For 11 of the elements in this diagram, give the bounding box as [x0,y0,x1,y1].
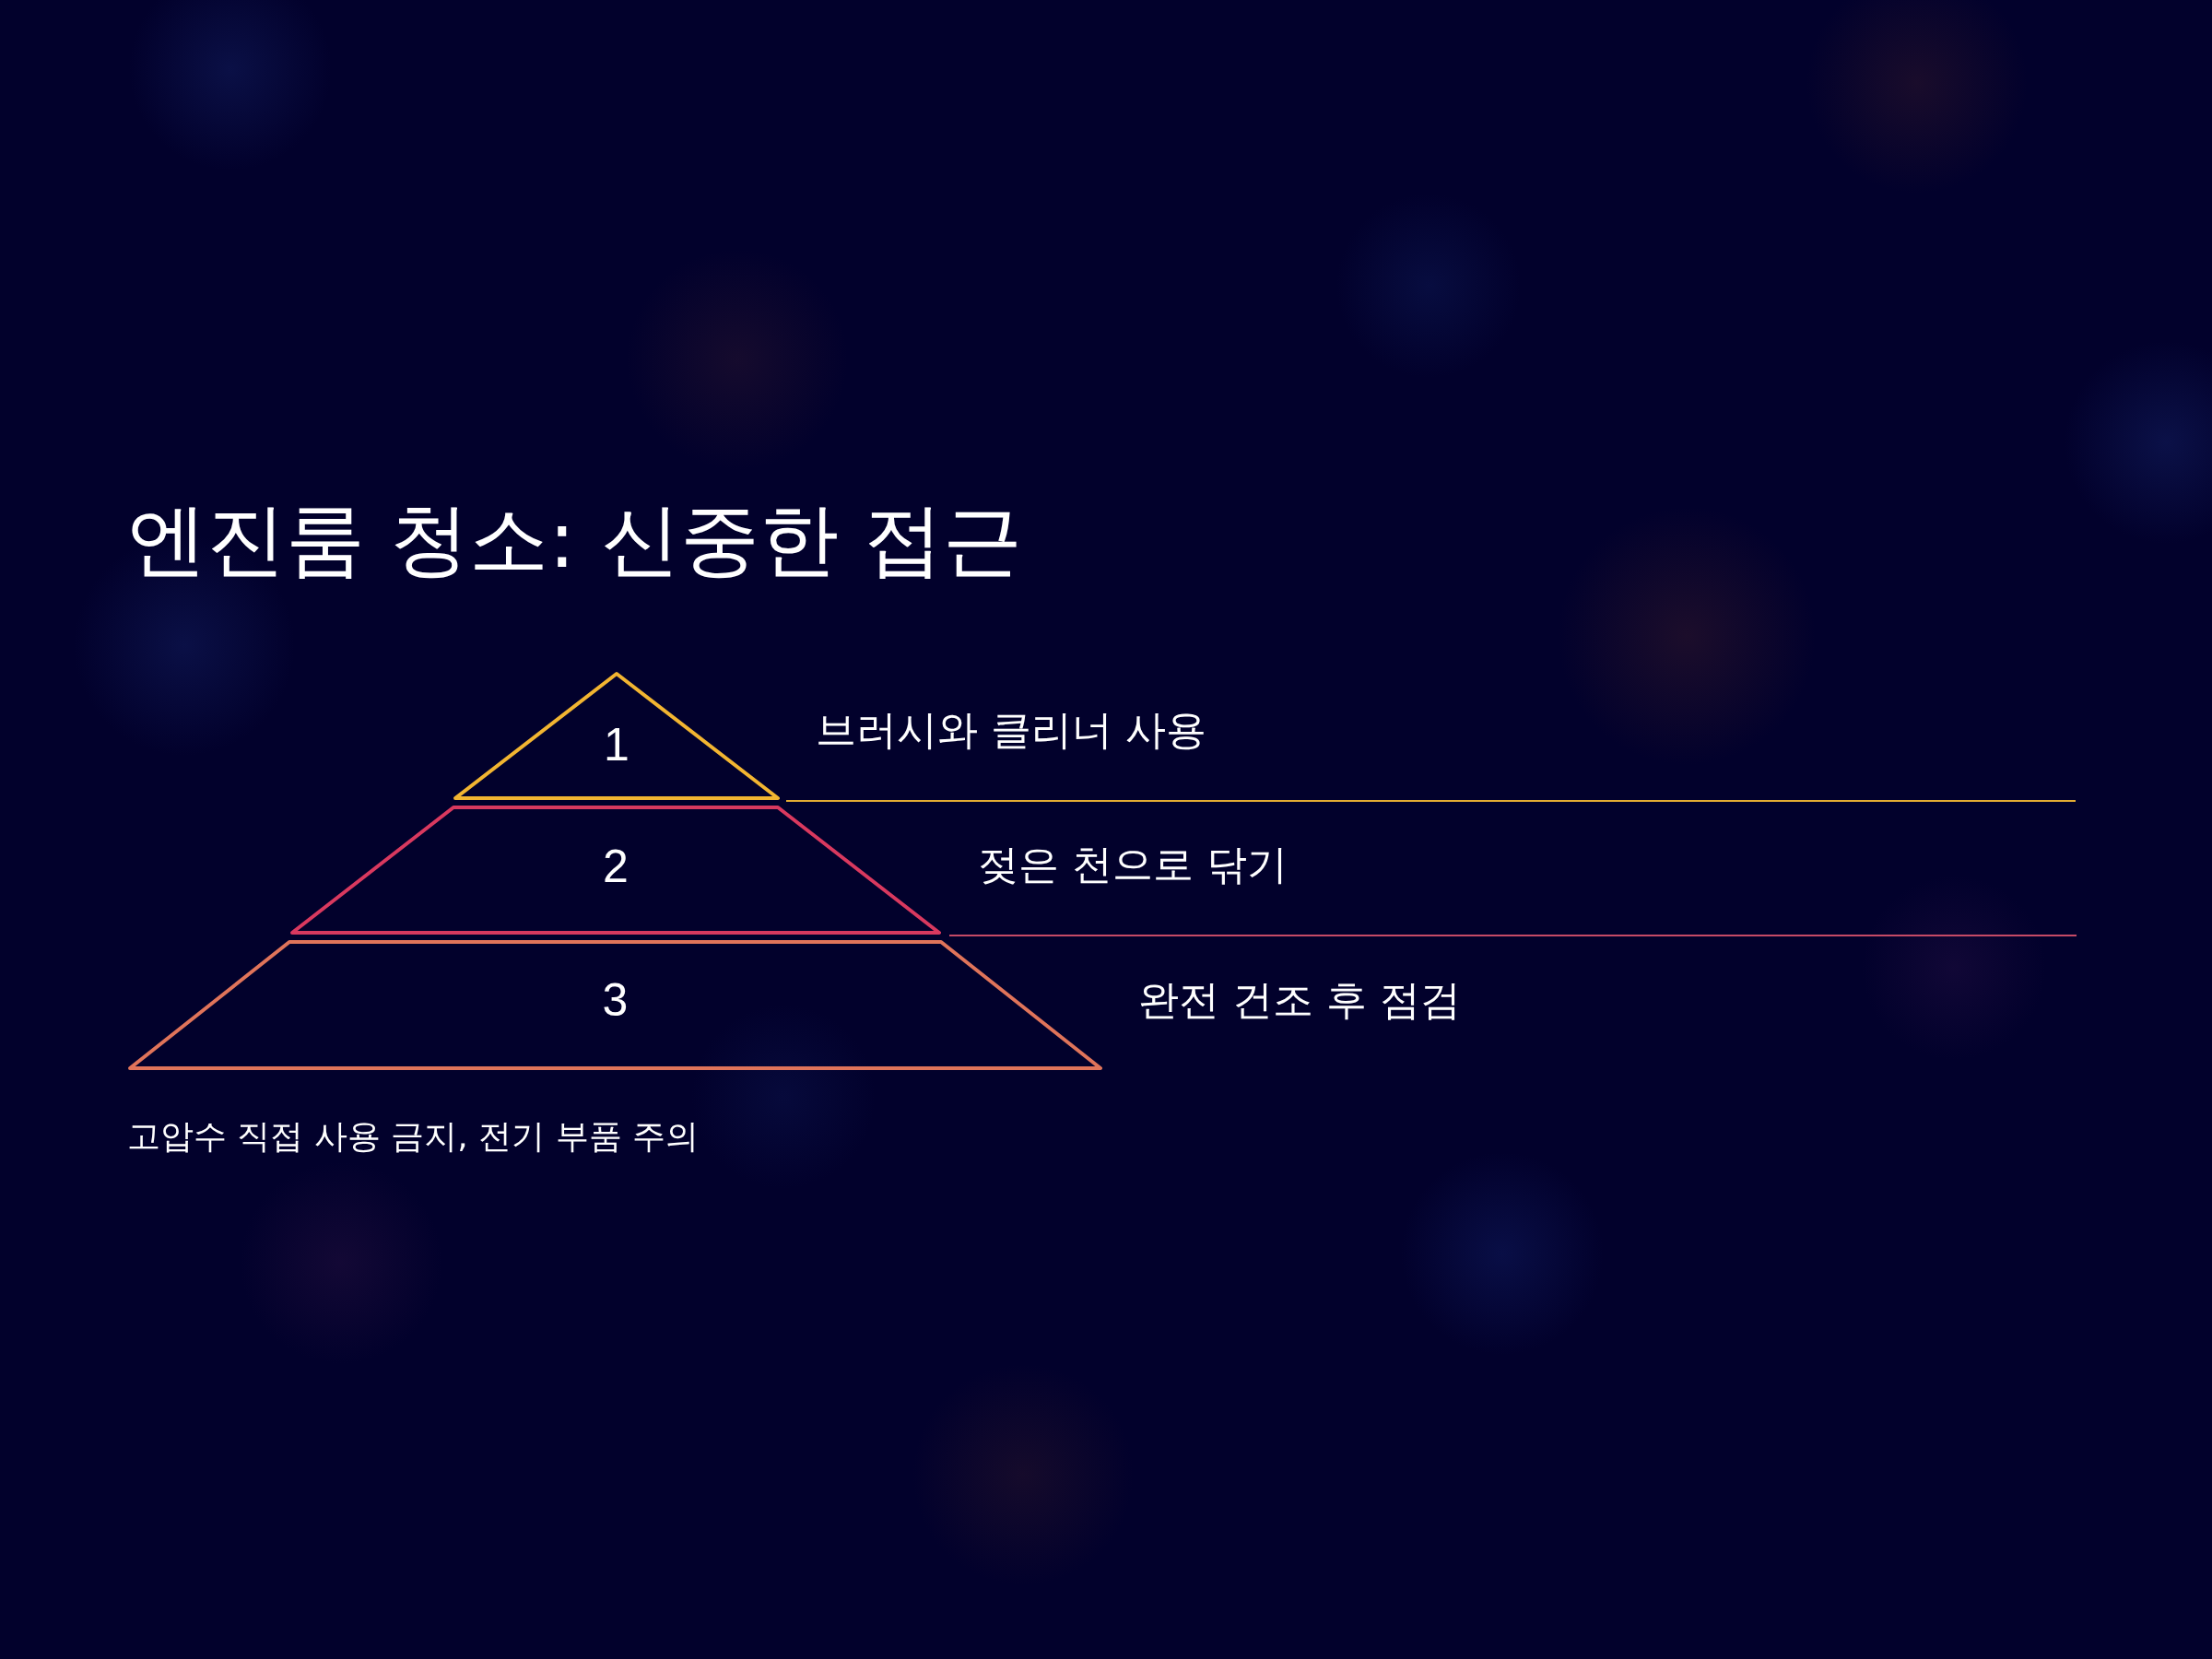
layer-description: 완전 건조 후 점검 [1138,975,1461,1024]
pyramid-layer [128,940,1102,1070]
layer-description: 브러시와 클리너 사용 [816,705,1206,754]
pyramid-layer [453,671,781,800]
layer-description: 젖은 천으로 닦기 [978,840,1288,888]
note-text: 고압수 직접 사용 금지, 전기 부품 주의 [127,1116,700,1156]
layer-number: 1 [604,718,629,772]
title: 엔진룸 청소: 신중한 접근 [127,492,1022,587]
pyramid-layer [290,806,941,935]
layer-number: 3 [602,973,629,1028]
layer-number: 2 [603,840,629,894]
